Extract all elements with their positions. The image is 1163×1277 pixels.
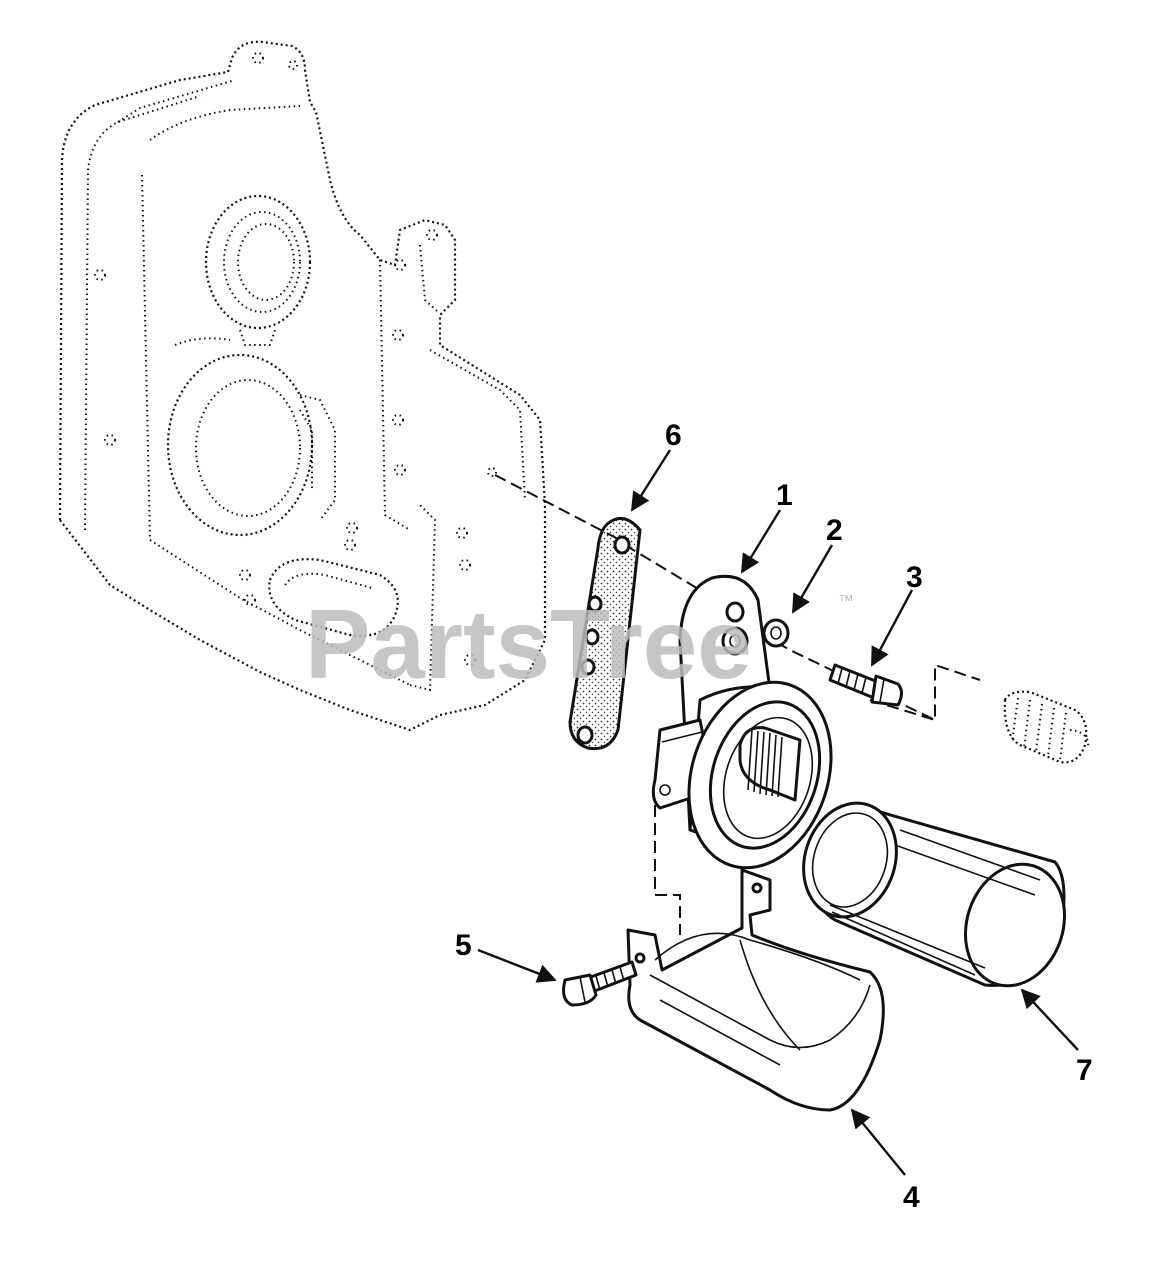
oil-fitting-phantom xyxy=(1003,690,1090,764)
arrow-icon xyxy=(1020,988,1079,1051)
leader-arrows xyxy=(477,449,1079,1176)
callout-3: 3 xyxy=(906,561,923,594)
part-bolt-upper xyxy=(828,663,903,707)
arrow-icon xyxy=(477,948,557,983)
watermark-text: PartsTree xyxy=(305,589,752,699)
watermark: PartsTree ™ xyxy=(305,589,854,699)
arrow-icon xyxy=(630,449,672,512)
part-filter-guard xyxy=(626,868,885,1112)
callout-2: 2 xyxy=(826,514,843,547)
arrow-icon xyxy=(870,589,914,667)
trademark-symbol: ™ xyxy=(838,593,854,610)
callout-6: 6 xyxy=(665,419,682,452)
part-gasket-plate xyxy=(568,516,642,751)
part-bolt-lower xyxy=(562,960,638,1007)
part-oil-filter xyxy=(802,801,1067,988)
callout-1: 1 xyxy=(776,479,793,512)
callout-7: 7 xyxy=(1076,1054,1093,1087)
callout-5: 5 xyxy=(455,929,472,962)
part-washer xyxy=(762,618,790,648)
arrow-icon xyxy=(791,544,834,614)
callout-4: 4 xyxy=(903,1181,920,1214)
callout-labels: 6 1 2 3 5 7 4 xyxy=(455,419,1093,1214)
arrow-icon xyxy=(740,509,782,574)
arrow-icon xyxy=(850,1108,906,1176)
engine-block-outline xyxy=(58,40,547,732)
part-filter-adapter xyxy=(651,574,833,870)
